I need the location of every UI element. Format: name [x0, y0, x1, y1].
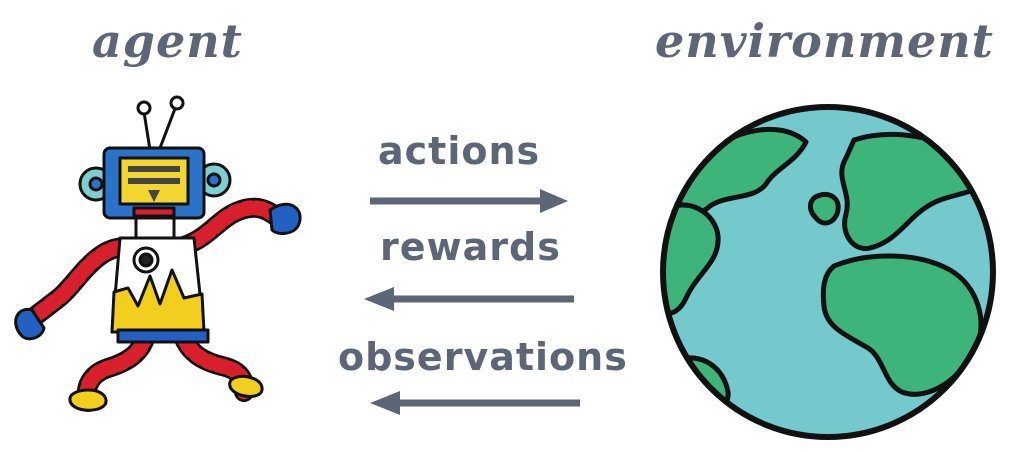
rewards-label: rewards: [380, 225, 561, 269]
rewards-arrow: [364, 287, 574, 311]
globe-environment-icon: [660, 104, 996, 440]
environment-title: environment: [655, 14, 994, 68]
observations-arrow: [370, 391, 580, 415]
actions-label: actions: [378, 129, 541, 173]
agent-title: agent: [92, 14, 243, 68]
actions-arrow: [370, 189, 568, 213]
robot-agent-icon: [14, 95, 302, 412]
observations-label: observations: [338, 335, 628, 379]
